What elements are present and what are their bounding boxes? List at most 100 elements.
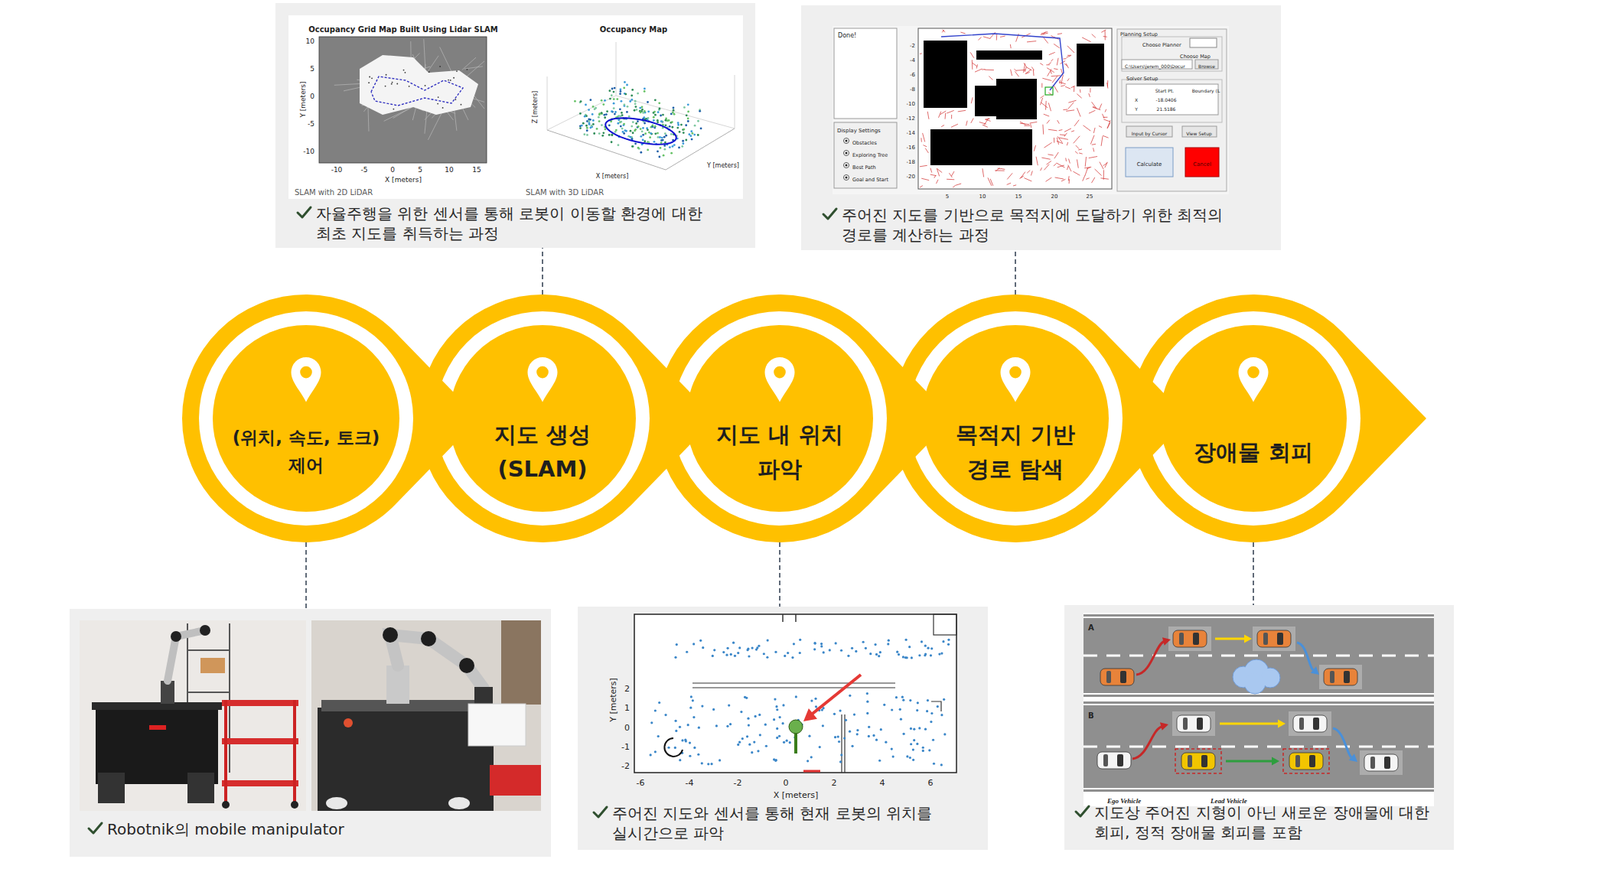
exploring-tree xyxy=(1023,178,1032,182)
particle xyxy=(929,720,932,724)
pin-shape xyxy=(291,357,322,402)
label-anchor: -18 xyxy=(906,153,916,167)
particle xyxy=(847,654,850,658)
label-anchor: Ego Vehicle xyxy=(1107,793,1141,806)
exploring-tree xyxy=(1048,129,1058,131)
particle xyxy=(872,734,875,737)
point-cloud-dot xyxy=(637,125,640,128)
exploring-tree xyxy=(951,114,952,119)
particle xyxy=(928,749,931,752)
particle xyxy=(746,648,749,652)
exploring-tree xyxy=(1076,159,1079,168)
circle-label: 장애물 회피 xyxy=(1176,435,1332,470)
plot-label: 0 xyxy=(309,92,315,101)
exploring-tree xyxy=(1031,66,1034,70)
exploring-tree xyxy=(1059,80,1061,85)
point-cloud-dot xyxy=(690,138,694,141)
exploring-tree xyxy=(1057,33,1063,35)
arm-joint xyxy=(420,631,437,647)
scan-arc xyxy=(664,738,683,757)
car-window xyxy=(1299,717,1304,730)
scan-point xyxy=(454,98,457,101)
point-cloud-dot xyxy=(693,133,696,137)
point-cloud-dot xyxy=(657,110,660,114)
point-cloud-dot xyxy=(635,108,639,111)
scan-point xyxy=(447,79,450,82)
mecanum-wheel xyxy=(187,772,215,804)
dashed-leader xyxy=(306,542,307,610)
particle xyxy=(932,762,936,766)
label-anchor: -10 xyxy=(906,95,916,108)
dashed-leader xyxy=(1015,250,1017,295)
particle xyxy=(895,696,898,699)
plot-label: -10 xyxy=(303,147,315,156)
point-cloud-dot xyxy=(681,142,685,145)
car-shadow xyxy=(1172,711,1216,737)
point-cloud-dot xyxy=(603,116,607,119)
plot-label: Occupancy Map xyxy=(599,25,668,34)
particle xyxy=(692,642,695,646)
particle xyxy=(685,651,688,654)
dropdown xyxy=(1189,38,1217,48)
point-cloud-dot xyxy=(619,92,622,95)
label-anchor: -2 xyxy=(909,37,916,50)
move-arrow xyxy=(1215,638,1246,641)
point-cloud-dot xyxy=(634,142,637,145)
particle xyxy=(678,759,682,762)
path-field xyxy=(1121,59,1193,69)
plot-label: C:\Users\jerem_000\Docur xyxy=(1124,63,1186,69)
point-cloud-dot xyxy=(622,130,625,134)
pin-shape xyxy=(765,357,796,402)
point-cloud-dot xyxy=(637,146,640,150)
point-cloud-dot xyxy=(663,136,666,139)
scan-point xyxy=(385,74,388,76)
wall xyxy=(795,614,797,623)
mecanum-wheel xyxy=(97,772,125,804)
particle xyxy=(766,639,770,642)
obstacle xyxy=(976,50,1043,60)
particle xyxy=(879,651,882,654)
point-cloud-dot xyxy=(612,102,616,105)
scan-point xyxy=(391,81,394,84)
plot-label: B xyxy=(1088,711,1095,721)
point-cloud-dot xyxy=(634,128,637,131)
car-shadow xyxy=(1319,664,1363,690)
exploring-tree xyxy=(1104,30,1106,41)
scan-point xyxy=(452,77,455,79)
particle xyxy=(926,699,929,702)
plot-label: Solver Setup xyxy=(1126,75,1158,82)
point-cloud-dot xyxy=(632,145,635,148)
exploring-tree xyxy=(985,119,991,121)
radio-dot xyxy=(845,140,848,143)
exploring-tree xyxy=(941,29,945,33)
label-anchor: Choose Planner xyxy=(1142,36,1182,49)
car-window xyxy=(1201,755,1208,768)
point-cloud-dot xyxy=(596,127,599,131)
label-anchor: Obstacles xyxy=(852,134,877,147)
caption-panel: 자율주행을 위한 센서를 통해 로봇이 이동할 환경에 대한 최초 지도를 취득… xyxy=(275,3,756,248)
particle xyxy=(838,710,841,713)
particle xyxy=(899,718,903,721)
particle xyxy=(904,656,907,659)
point-cloud-dot xyxy=(631,145,634,148)
particle xyxy=(759,733,762,737)
exploring-tree xyxy=(1065,157,1067,161)
label-anchor: B xyxy=(1088,708,1095,721)
point-cloud-dot xyxy=(620,100,623,103)
car-shadow xyxy=(1168,626,1212,652)
plot-label: Browse xyxy=(1198,63,1216,69)
point-cloud-dot xyxy=(603,99,607,102)
point-cloud-dot xyxy=(643,87,646,90)
point-cloud-dot xyxy=(589,126,592,129)
particle xyxy=(756,749,760,753)
radio-dot xyxy=(845,176,848,180)
particle xyxy=(862,641,865,644)
label-anchor: Y [meters] xyxy=(606,677,619,723)
lidar-ray xyxy=(464,66,483,69)
exploring-tree xyxy=(1014,71,1019,77)
exploring-tree xyxy=(1040,167,1043,171)
white-box xyxy=(468,703,526,747)
car-window xyxy=(1187,755,1193,768)
plot-label: Start Pt. xyxy=(1155,87,1174,94)
plot-label: -18 xyxy=(906,159,916,166)
